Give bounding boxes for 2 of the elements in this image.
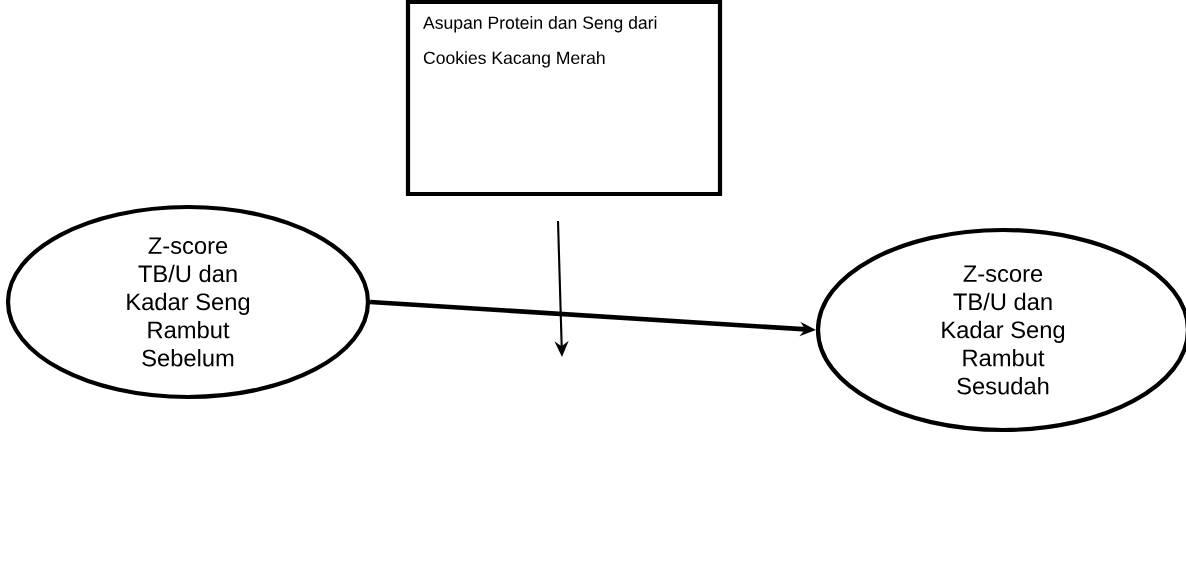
- ellipse-node: Z-score TB/U dan Kadar Seng Rambut Sebelum: [5, 204, 371, 400]
- process-box: Asupan Protein dan Seng dari Cookies Kacang Merah: [405, 0, 723, 197]
